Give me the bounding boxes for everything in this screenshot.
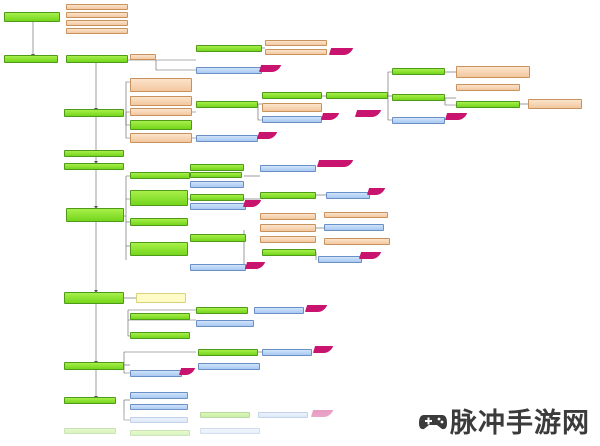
flow-node[interactable] (260, 236, 316, 243)
flow-node[interactable] (324, 224, 384, 231)
flow-node[interactable] (260, 192, 316, 199)
flow-node[interactable] (324, 238, 390, 245)
flow-node[interactable] (260, 165, 316, 172)
ribbon-marker (316, 160, 354, 167)
flow-node[interactable] (318, 256, 362, 263)
flow-node[interactable] (456, 101, 520, 108)
flow-node[interactable] (64, 150, 124, 157)
flow-node[interactable] (66, 4, 128, 10)
flow-node[interactable] (262, 103, 322, 112)
flow-node[interactable] (190, 194, 244, 201)
flow-node[interactable] (64, 362, 124, 370)
flow-node[interactable] (64, 292, 124, 304)
flow-node[interactable] (130, 96, 192, 106)
flow-node[interactable] (130, 54, 156, 60)
flow-node[interactable] (528, 99, 582, 109)
flow-node[interactable] (324, 212, 388, 218)
flow-node[interactable] (196, 101, 258, 108)
flow-node[interactable] (198, 349, 258, 356)
watermark-text: 脉冲手游网 (450, 408, 590, 439)
flow-node[interactable] (196, 67, 262, 74)
flow-node[interactable] (130, 190, 188, 206)
flow-node[interactable] (262, 116, 322, 123)
flow-node[interactable] (392, 94, 445, 101)
flow-node[interactable] (66, 20, 128, 26)
flow-node[interactable] (64, 163, 124, 170)
flow-node[interactable] (130, 370, 182, 377)
flow-node[interactable] (456, 66, 530, 78)
flow-node[interactable] (130, 392, 188, 399)
flow-node[interactable] (64, 109, 124, 117)
flow-node[interactable] (130, 332, 190, 339)
flow-node[interactable] (265, 40, 327, 46)
flow-node[interactable] (254, 307, 304, 314)
flow-node[interactable] (64, 397, 116, 404)
flow-node[interactable] (190, 181, 244, 188)
flow-node[interactable] (190, 164, 244, 171)
flow-node[interactable] (130, 108, 192, 116)
flow-node[interactable] (198, 363, 260, 370)
flow-node[interactable] (196, 307, 248, 314)
flow-node-hub[interactable] (66, 208, 124, 222)
flow-node[interactable] (260, 213, 316, 220)
flow-node[interactable] (196, 135, 258, 142)
flow-node[interactable] (326, 92, 388, 99)
watermark: 脉冲手游网 (418, 401, 590, 440)
flow-node[interactable] (130, 172, 190, 179)
flow-node[interactable] (64, 428, 116, 434)
flow-node[interactable] (260, 224, 316, 232)
flow-node[interactable] (326, 192, 370, 199)
flow-node[interactable] (130, 218, 188, 226)
flow-node[interactable] (392, 117, 445, 124)
flow-node[interactable] (196, 320, 254, 327)
flow-node[interactable] (262, 349, 312, 356)
flow-node[interactable] (190, 234, 246, 242)
flow-node[interactable] (200, 412, 250, 418)
controller-logo-icon (419, 414, 447, 429)
flow-node[interactable] (392, 68, 445, 75)
flow-node[interactable] (130, 120, 192, 130)
flow-node[interactable] (258, 412, 308, 418)
flow-node[interactable] (190, 264, 246, 271)
flow-node[interactable] (130, 78, 192, 92)
flow-node[interactable] (130, 430, 190, 436)
flow-node[interactable] (190, 203, 246, 210)
flow-node[interactable] (130, 313, 190, 320)
flow-node[interactable] (190, 172, 242, 178)
flow-node-start[interactable] (4, 12, 60, 22)
flow-node[interactable] (265, 49, 327, 55)
flow-node-note[interactable] (136, 293, 186, 303)
flow-node[interactable] (130, 133, 192, 143)
flow-node[interactable] (4, 55, 58, 63)
flow-node[interactable] (66, 28, 128, 34)
flow-node[interactable] (262, 249, 316, 256)
flow-node[interactable] (196, 45, 262, 52)
flow-node[interactable] (130, 417, 188, 423)
flow-node[interactable] (66, 55, 128, 63)
flow-node[interactable] (262, 92, 322, 99)
flow-node[interactable] (66, 12, 128, 18)
flow-node[interactable] (456, 84, 520, 91)
flow-node[interactable] (130, 404, 188, 410)
flow-node[interactable] (130, 242, 188, 256)
flow-node[interactable] (200, 428, 260, 434)
